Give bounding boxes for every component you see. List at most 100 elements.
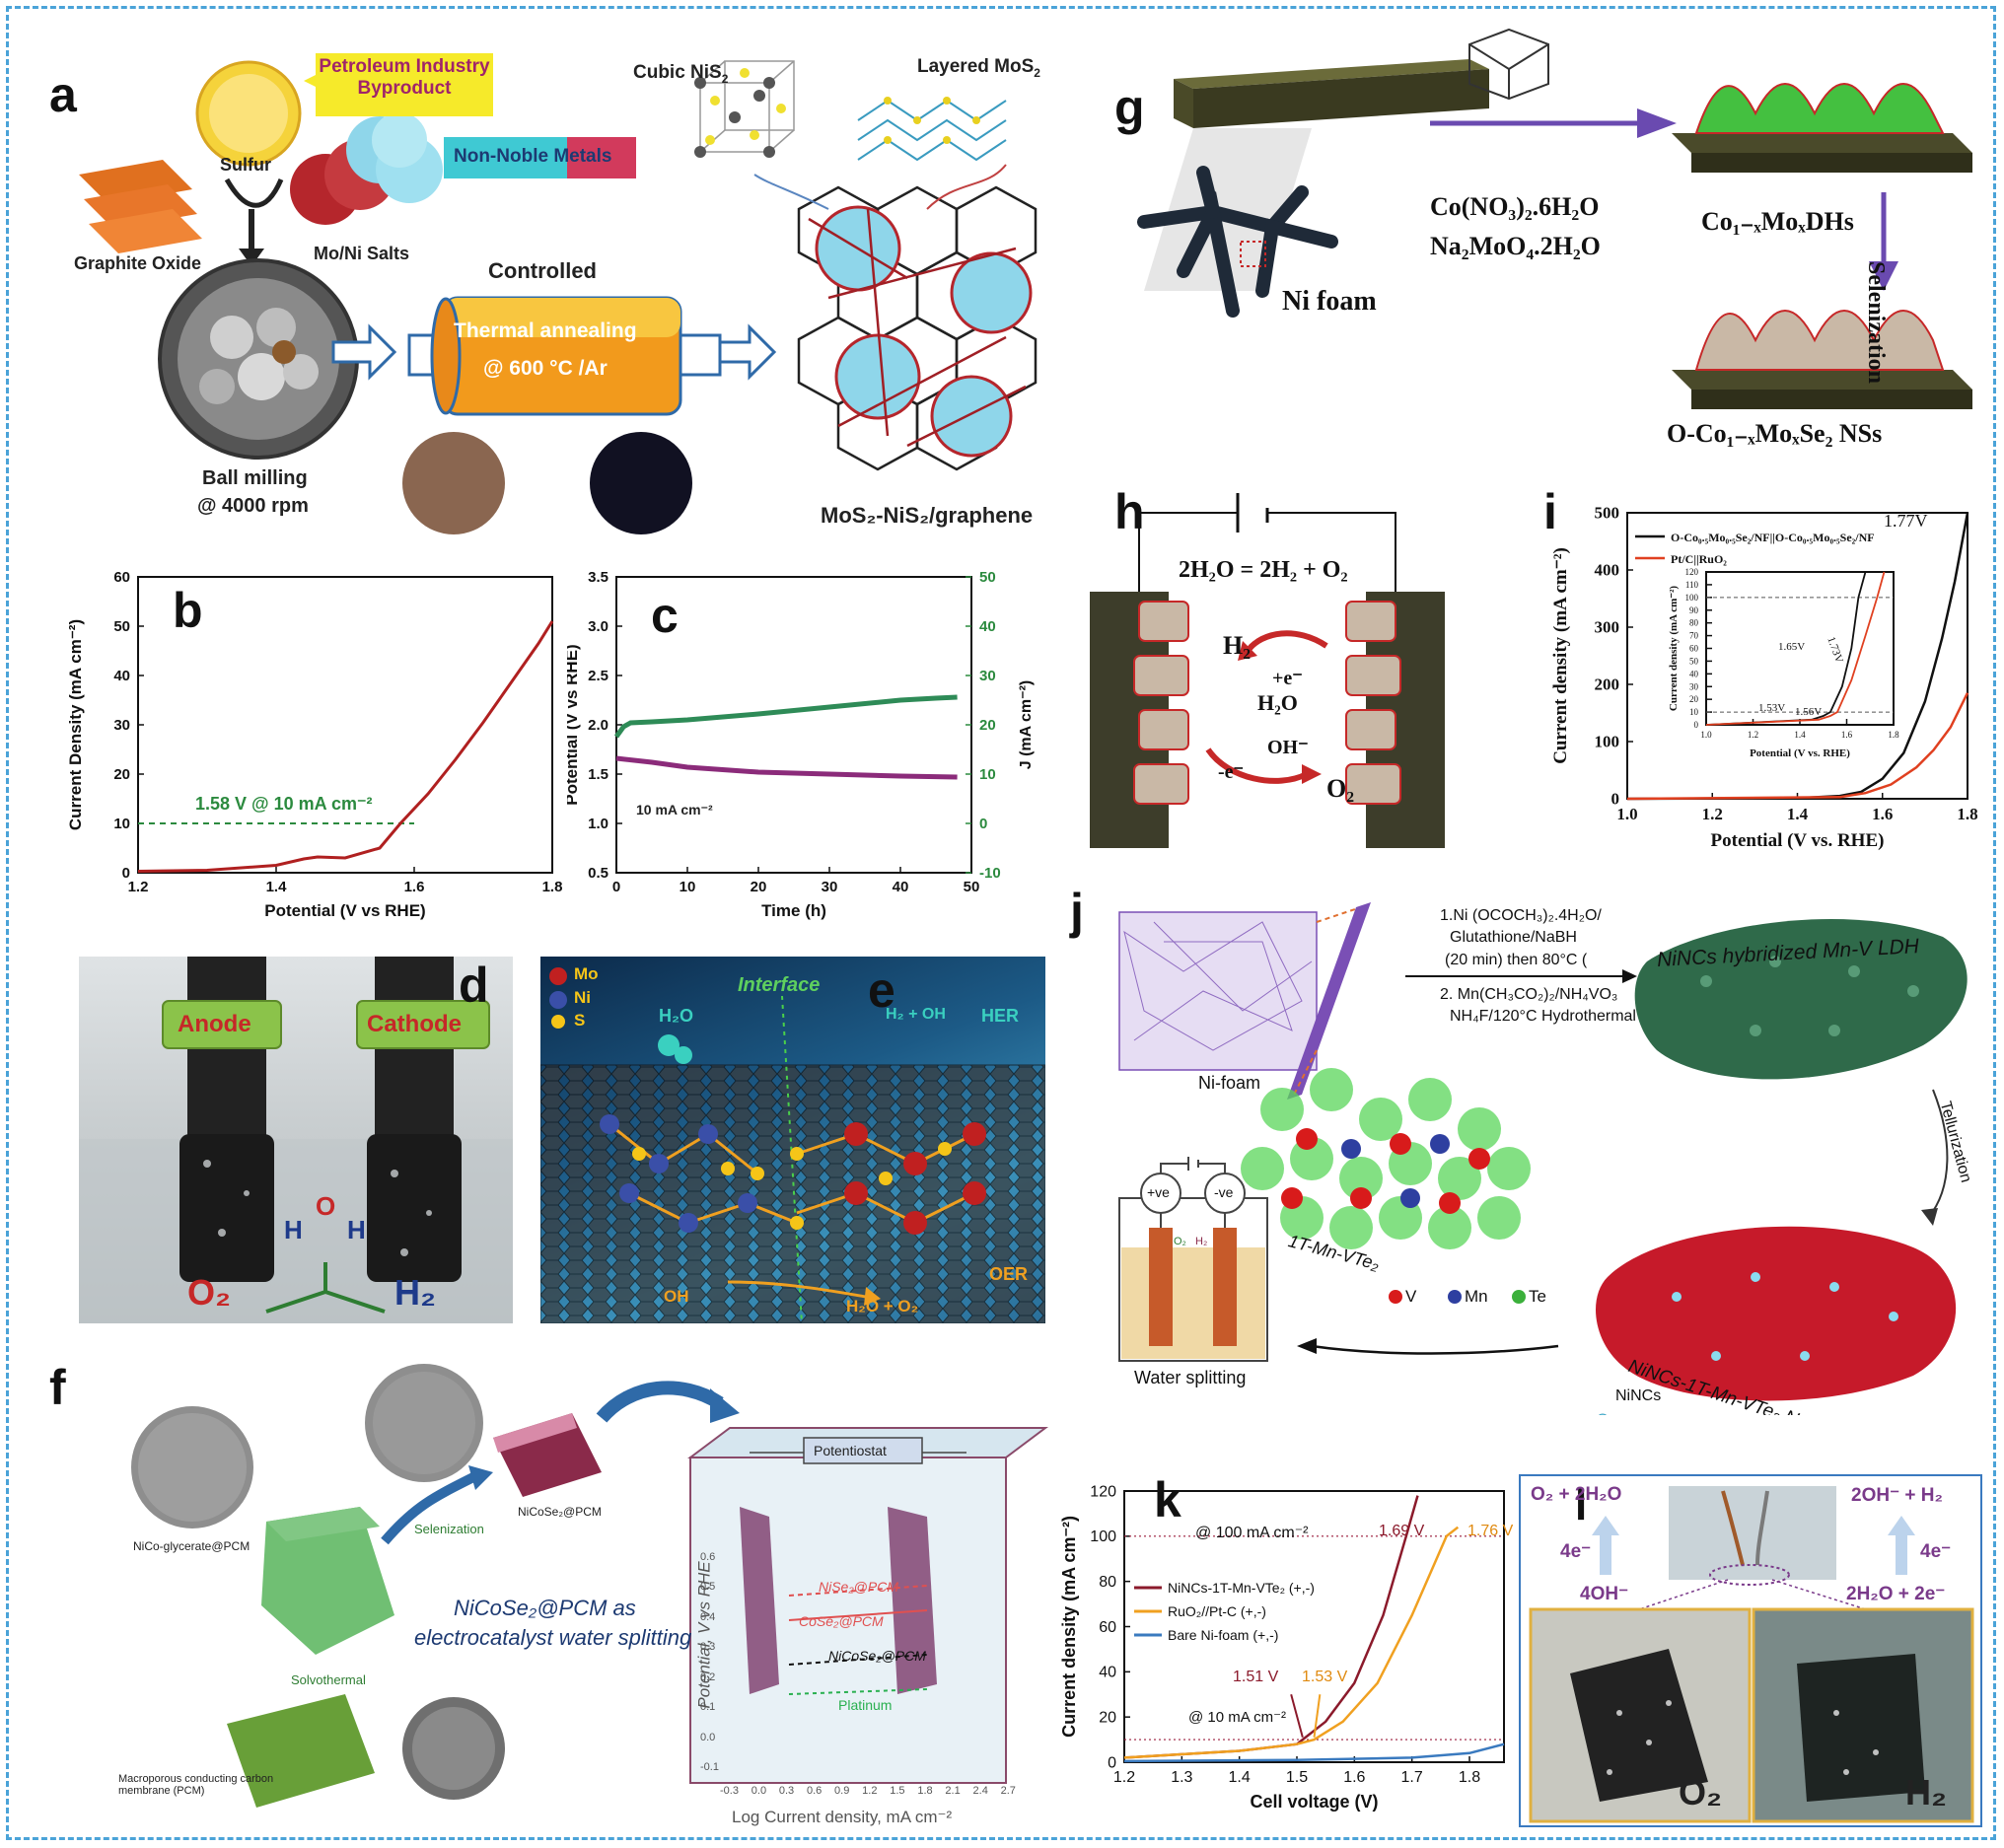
inset-series-line-1 (1705, 571, 1886, 726)
y-tick-label: 40 (113, 668, 130, 684)
y-tick-label: 50 (113, 618, 130, 635)
oh-label: OH (664, 1287, 689, 1306)
y-tick-label: 70 (1689, 631, 1699, 641)
y-tick-label: 2.0 (588, 717, 608, 734)
panel-e: Mo Ni S H₂O Interface e H₂ + OH HER OER … (540, 957, 1045, 1323)
non-noble-label: Non-Noble Metals (454, 146, 612, 167)
panel-label-f: f (49, 1360, 66, 1415)
l-right-bot: 2H₂O + 2e⁻ (1846, 1584, 1946, 1604)
panel-l: l O₂ + 2H₂O 2OH⁻ + H₂ 4e⁻ 4e⁻ 4OH⁻ 2H₂O … (1519, 1474, 1982, 1827)
f-xtick: 0.0 (751, 1785, 767, 1797)
k-v151: 1.51 V (1233, 1669, 1279, 1685)
x-tick-label: 1.8 (1957, 805, 1977, 823)
y-tick-label: 80 (1689, 618, 1699, 628)
nve-label: -ve (1214, 1184, 1234, 1200)
plot-frame (137, 576, 553, 874)
panel-a-illustration (79, 53, 1038, 534)
arrow-153 (1313, 1694, 1322, 1738)
k-v153: 1.53 V (1302, 1669, 1348, 1685)
curve-label-nicose2: NiCoSe₂@PCM (828, 1648, 926, 1664)
x-tick-label: 1.6 (1872, 805, 1893, 823)
x-tick-label: 20 (751, 879, 767, 895)
y-tick-label: 1.5 (588, 766, 608, 783)
caption-line-1: NiCoSe₂@PCM as (454, 1596, 636, 1620)
x-axis-label: Cell voltage (V) (1250, 1792, 1378, 1812)
panel-f-illustration (131, 1364, 1048, 1808)
oer-label: OER (989, 1264, 1029, 1284)
y-tick-label: 80 (1099, 1574, 1116, 1591)
y-tick-label: 100 (1685, 593, 1699, 603)
y-tick-label: 40 (1689, 669, 1699, 678)
l-left-e: 4e⁻ (1560, 1541, 1592, 1562)
h2o-label: H₂O (659, 1006, 693, 1026)
panel-g: g Co(NO₃)₂.6H₂O Na₂MoO₄.2H₂O Ni foam Co₁… (1085, 15, 1987, 459)
panel-label-a: a (49, 67, 77, 122)
y-tick-label: 0 (1694, 720, 1699, 730)
dhs-label: Co₁₋ₓMoₓDHs (1701, 207, 1854, 236)
x-tick-label: 50 (964, 879, 980, 895)
l-left-top: O₂ + 2H₂O (1531, 1484, 1622, 1505)
h-oh: OH⁻ (1267, 737, 1309, 758)
curve-label-nise2: NiSe₂@PCM (819, 1579, 899, 1595)
f-xtick: 2.4 (972, 1785, 988, 1797)
y-tick-label: 30 (1689, 681, 1699, 691)
h-h2: H₂ (1223, 631, 1252, 660)
series-line-0 (613, 694, 958, 739)
annealing-cond: @ 600 °C /Ar (483, 357, 608, 380)
panel-label-j: j (1070, 884, 1084, 939)
x-tick-label: 1.8 (1888, 730, 1899, 740)
water-h-right: H (347, 1215, 366, 1244)
y-tick-label: 120 (1090, 1483, 1116, 1500)
layered-text: Layered MoS (917, 56, 1035, 77)
y-tick-label: 0 (122, 865, 130, 882)
h-h2o: H₂O (1257, 690, 1298, 715)
panel-label-c: c (651, 588, 679, 643)
f-ytick: 0.0 (700, 1731, 716, 1743)
y-tick-label: 20 (113, 766, 130, 783)
y-right-tick-label: 40 (979, 618, 996, 635)
chart-b-annotation: 1.58 V @ 10 mA cm⁻² (195, 794, 373, 814)
annealing-label: Thermal annealing (454, 320, 637, 342)
f-ytick: 0.6 (700, 1551, 716, 1563)
x-tick-label: 1.2 (128, 879, 149, 895)
l-o2: O₂ (1679, 1772, 1722, 1812)
x-tick-label: 1.4 (1229, 1769, 1251, 1786)
h-reaction: 2H₂O = 2H₂ + O₂ (1179, 557, 1348, 583)
water-splitting-label: Water splitting (1134, 1368, 1247, 1387)
y-tick-label: 200 (1595, 675, 1620, 694)
f-xlabel: Log Current density, mA cm⁻² (732, 1808, 953, 1826)
caption-line-2: electrocatalyst water splitting (414, 1625, 692, 1650)
y-tick-label: 1.0 (588, 816, 608, 832)
x-tick-label: 1.4 (1787, 805, 1809, 823)
reagent-1: Co(NO₃)₂.6H₂O (1430, 192, 1600, 221)
selenization-label: Selenization (414, 1522, 484, 1536)
y-tick-label: 0 (1108, 1754, 1116, 1771)
l-right-top: 2OH⁻ + H₂ (1851, 1485, 1943, 1506)
ni-foam-label: Ni foam (1282, 286, 1377, 317)
k-at100: @ 100 mA cm⁻² (1195, 1525, 1309, 1541)
k-v176: 1.76 V (1467, 1523, 1514, 1539)
f-ytick: 0.2 (700, 1670, 716, 1683)
f-xtick: 2.7 (1000, 1785, 1016, 1797)
x-tick-label: 1.2 (1702, 805, 1723, 823)
y-tick-label: 300 (1595, 618, 1620, 637)
h-o2: O₂ (1326, 774, 1355, 803)
panel-label-g: g (1114, 80, 1145, 135)
controlled-label: Controlled (488, 258, 597, 283)
x-tick-label: 40 (893, 879, 909, 895)
f-xtick: 0.6 (806, 1785, 823, 1797)
x-tick-label: 1.0 (1700, 730, 1712, 740)
figure-frame (6, 6, 1996, 1840)
x-tick-label: 1.4 (1794, 730, 1806, 740)
x-tick-label: 1.6 (404, 879, 425, 895)
potentiostat-label: Potentiostat (814, 1443, 887, 1458)
inset-annotation-165: 1.65V (1778, 641, 1806, 653)
h2o-o2-label: H₂O + O₂ (846, 1297, 919, 1315)
pcm-label: Macroporous conducting carbon membrane (… (118, 1773, 274, 1797)
legend-entry: Bare Ni-foam (+,-) (1168, 1627, 1278, 1643)
cubic-text: Cubic NiS (633, 62, 722, 83)
x-axis-label: Time (h) (761, 901, 826, 920)
